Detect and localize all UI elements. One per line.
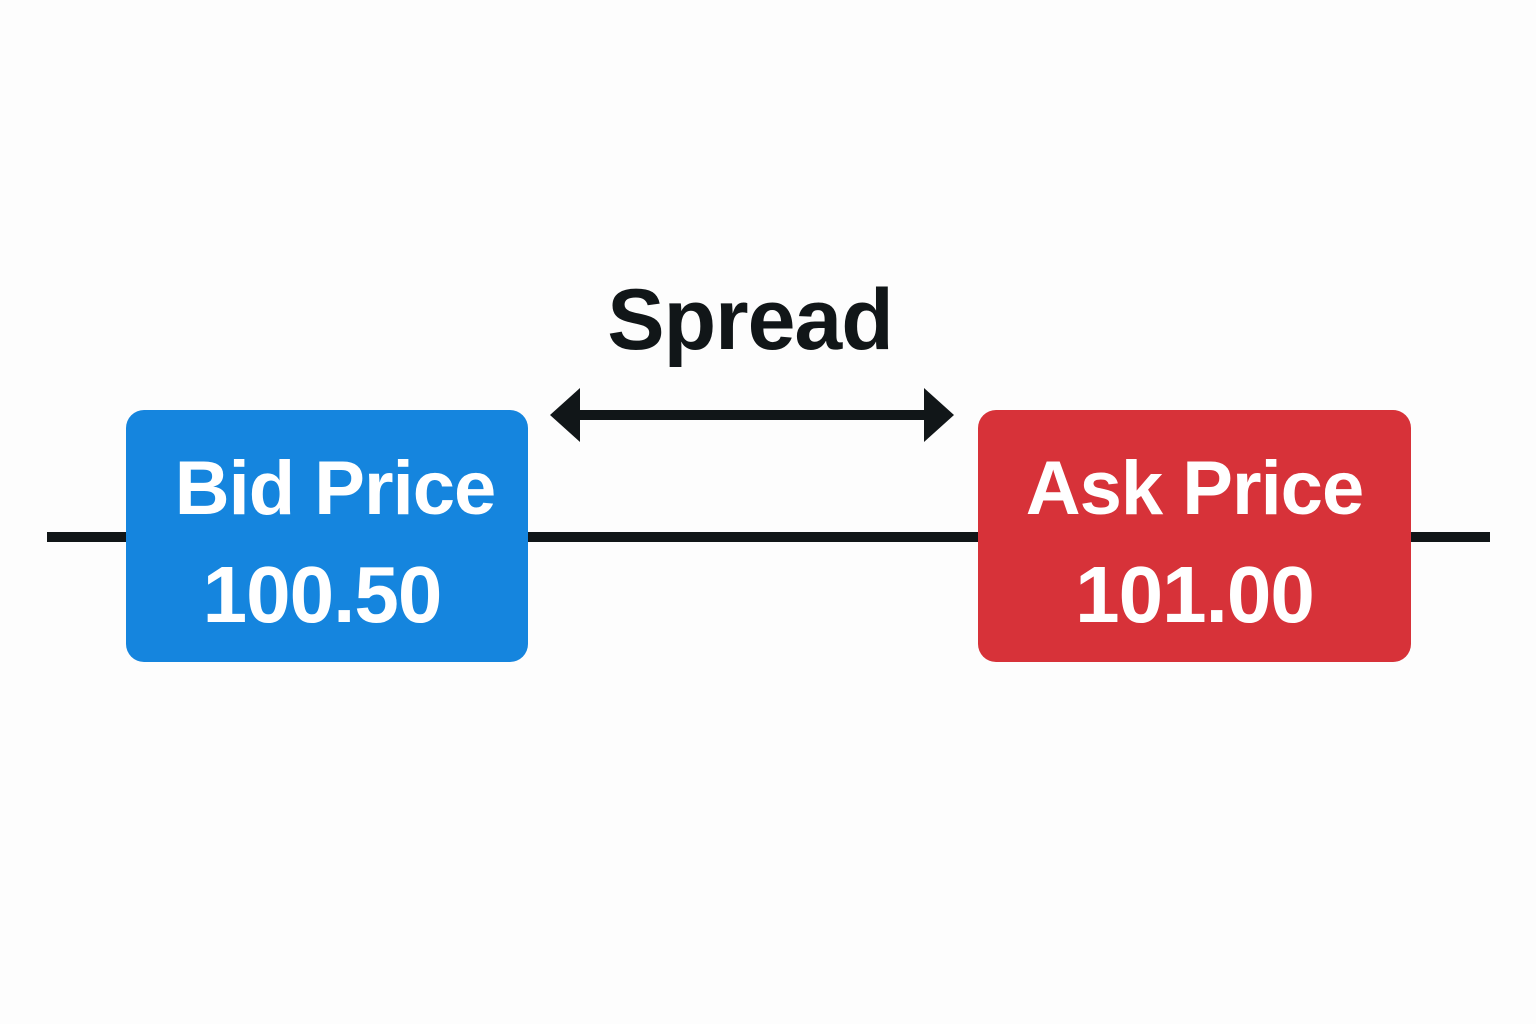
bid-price-value: 100.50 [202, 550, 443, 639]
bid-price-box: Bid Price 100.50 [126, 410, 528, 662]
spread-label: Spread [607, 272, 894, 368]
bid-price-label: Bid Price [174, 446, 496, 531]
ask-price-label: Ask Price [1025, 446, 1364, 531]
ask-price-value: 101.00 [1075, 550, 1315, 639]
price-line [47, 532, 1490, 542]
ask-price-box: Ask Price 101.00 [978, 410, 1411, 662]
spread-double-arrow [550, 388, 954, 442]
